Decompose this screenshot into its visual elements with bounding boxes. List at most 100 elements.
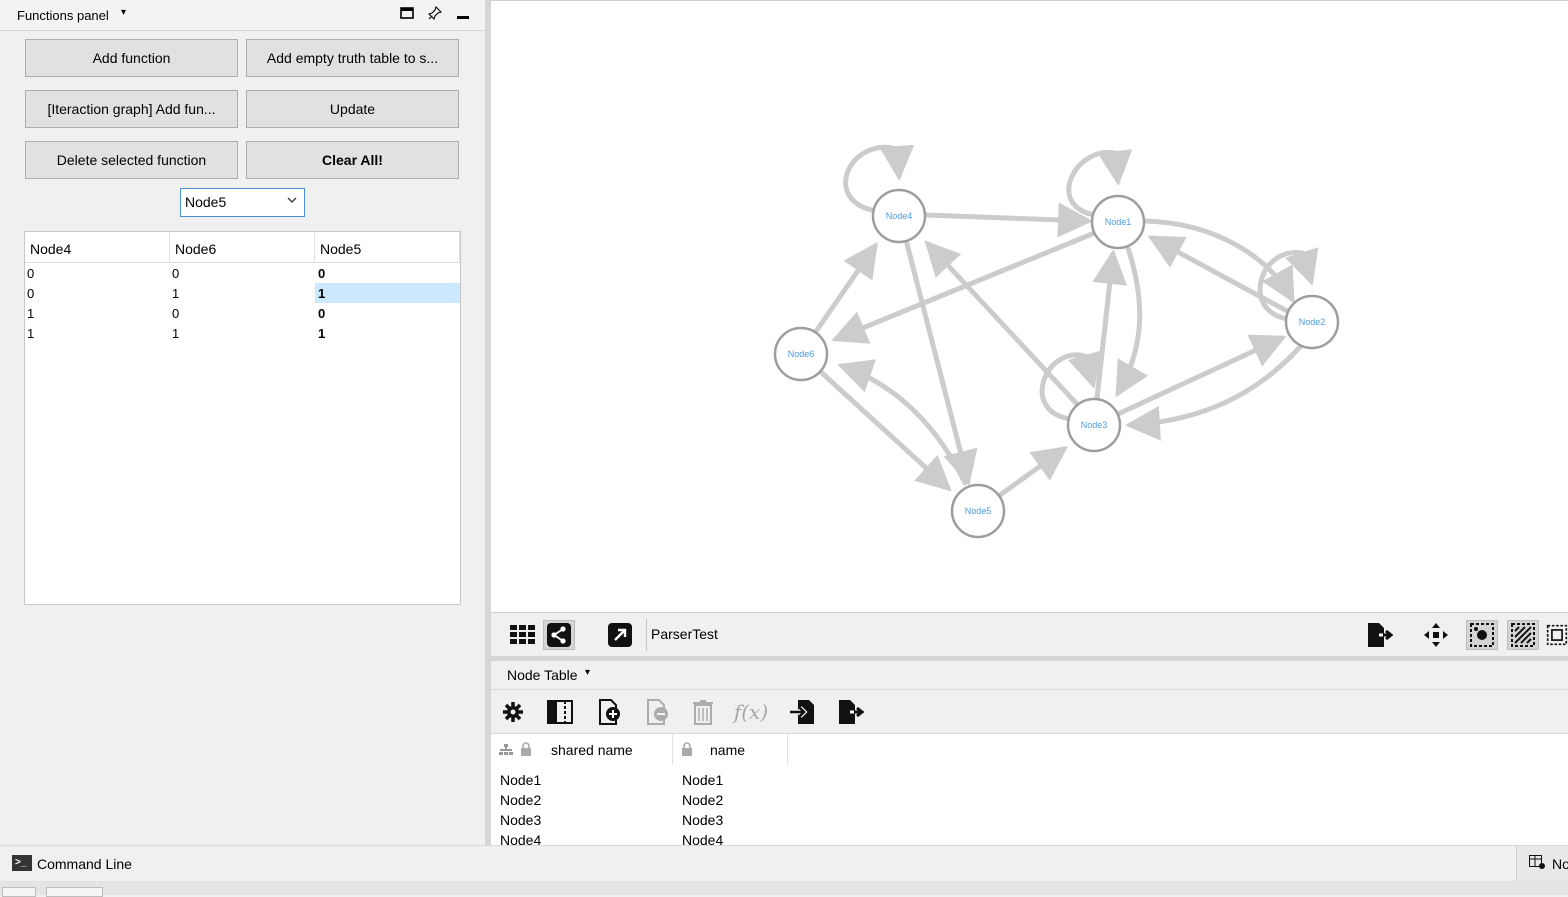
add-function-button[interactable]: Add function [25,39,238,77]
clear-all-button[interactable]: Clear All! [246,141,459,179]
edge-node2-self[interactable] [1257,247,1319,322]
truth-table-column-header[interactable]: Node5 [315,232,460,263]
chevron-down-icon[interactable]: ▾ [585,667,591,678]
edge-node1-node3[interactable] [1115,245,1149,398]
table-row[interactable]: Node4 Node4 [491,830,1568,850]
toolbar-separator [646,619,647,651]
edge-node1-node2[interactable] [1142,218,1295,304]
open-external-icon[interactable] [604,620,636,650]
show-columns-icon[interactable] [545,697,575,727]
truth-table-cell: 1 [172,286,180,301]
table-cell: Node1 [682,772,724,788]
pin-icon[interactable] [427,5,443,23]
edge-node4-self[interactable] [843,144,915,214]
edge-node3-node1[interactable] [1092,249,1128,401]
import-table-icon[interactable] [788,697,818,727]
trash-icon[interactable] [688,697,718,727]
remove-column-icon[interactable] [643,697,673,727]
edge-node2-node1[interactable] [1147,235,1290,314]
node-table-header: Node Table ▾ [491,661,1568,690]
truth-table-output-cell[interactable]: 0 [318,266,326,281]
table-row[interactable]: Node2 Node2 [491,790,1568,810]
select-edges-icon[interactable] [1507,620,1539,650]
truth-table-cell: 0 [27,286,35,301]
truth-table-row[interactable]: 1 1 1 [25,323,460,343]
network-title: ParserTest [651,626,718,642]
table-row[interactable]: Node1 Node1 [491,770,1568,790]
terminal-icon[interactable]: >_ [12,855,32,871]
truth-table-column-header[interactable]: Node4 [25,232,170,263]
truth-table-row[interactable]: 0 1 1 [25,283,460,303]
graph-node-node2[interactable]: Node2 [1284,294,1340,350]
graph-node-node1[interactable]: Node1 [1090,194,1146,250]
float-window-icon[interactable] [400,6,414,23]
column-header-label: shared name [551,742,633,758]
panel-divider[interactable] [491,656,1568,661]
delete-selected-function-button[interactable]: Delete selected function [25,141,238,179]
edge-node2-node3[interactable] [1125,344,1303,441]
column-header-shared-name[interactable]: shared name [491,734,673,764]
truth-table-output-cell[interactable]: 1 [315,283,460,303]
add-column-icon[interactable] [595,697,625,727]
column-header-name[interactable]: name [673,734,788,764]
truth-table-output-cell[interactable]: 1 [318,326,326,341]
truth-table-row[interactable]: 1 0 0 [25,303,460,323]
interaction-graph-add-function-button[interactable]: [Iteraction graph] Add fun... [25,90,238,128]
graph-node-circle[interactable] [871,188,927,244]
edge-node3-node4[interactable] [924,240,1079,406]
export-table-icon[interactable] [835,697,865,727]
gear-icon[interactable] [498,697,528,727]
function-builder-icon[interactable]: f(x) [733,700,769,724]
graph-node-node3[interactable]: Node3 [1066,397,1122,453]
node-table-column-headers: shared name name [491,734,1568,764]
graph-node-circle[interactable] [1284,294,1340,350]
truth-table-column-header[interactable]: Node6 [170,232,315,263]
mini-tab[interactable] [2,887,36,897]
network-icon [499,743,513,759]
edge-node5-node6[interactable] [837,359,968,486]
graph-node-circle[interactable] [950,483,1006,539]
select-nodes-icon[interactable] [1466,620,1498,650]
graph-node-node5[interactable]: Node5 [950,483,1006,539]
truth-table-output-cell[interactable]: 0 [318,306,326,321]
share-network-icon[interactable] [543,620,575,650]
graph-node-circle[interactable] [1090,194,1146,250]
edge-node4-node1[interactable] [923,202,1093,238]
export-network-icon[interactable] [1363,620,1395,650]
graph-node-label: Node6 [788,349,815,359]
edge-node4-node5[interactable] [904,241,978,486]
command-line-label[interactable]: Command Line [37,856,132,872]
add-empty-truth-table-button[interactable]: Add empty truth table to s... [246,39,459,77]
select-annotations-icon[interactable] [1546,620,1568,650]
grid-view-icon[interactable] [507,620,539,650]
node-select-dropdown[interactable]: Node5 [180,188,305,217]
mini-tab[interactable] [46,887,103,897]
edge-node3-node2[interactable] [1115,334,1287,417]
fit-content-icon[interactable] [1420,620,1452,650]
node-table-tab-label: No [1552,856,1568,872]
update-button[interactable]: Update [246,90,459,128]
graph-node-circle[interactable] [1066,397,1122,453]
edge-node3-self[interactable] [1039,350,1102,422]
graph-node-label: Node3 [1081,420,1108,430]
graph-node-circle[interactable] [773,326,829,382]
chevron-down-icon[interactable]: ▾ [121,7,127,18]
edge-node1-node6[interactable] [831,231,1095,344]
functions-panel-title[interactable]: Functions panel [17,8,109,23]
edge-node5-node3[interactable] [997,446,1069,498]
chevron-down-icon [286,194,298,209]
node-table-title[interactable]: Node Table [507,667,578,683]
panel-splitter[interactable] [485,0,491,845]
graph-node-node4[interactable]: Node4 [871,188,927,244]
table-row[interactable]: Node3 Node3 [491,810,1568,830]
node-table-tab[interactable]: No [1516,846,1568,882]
truth-table-header: Node4 Node6 Node5 [25,232,460,263]
edge-node6-node4[interactable] [814,241,878,333]
graph-node-node6[interactable]: Node6 [773,326,829,382]
edge-node1-self[interactable] [1066,149,1133,218]
table-cell: Node4 [500,832,542,848]
truth-table-row[interactable]: 0 0 0 [25,263,460,283]
minimize-icon[interactable] [456,6,470,23]
